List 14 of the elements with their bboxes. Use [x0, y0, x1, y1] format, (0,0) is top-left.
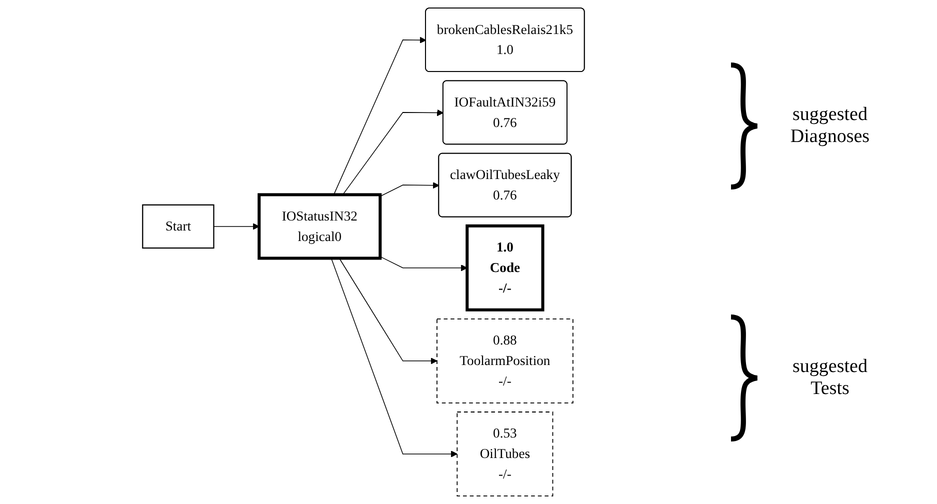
node-box: 0.53 OilTubes -/- — [456, 412, 554, 496]
node-box: Start — [142, 204, 214, 249]
group-label: suggested Diagnoses — [789, 104, 871, 148]
node-box: 0.88 ToolarmPosition -/- — [436, 318, 574, 404]
arrow — [333, 36, 426, 196]
arrow — [342, 109, 444, 196]
arrow — [213, 223, 260, 230]
node-box: 1.0 Code -/- — [466, 224, 544, 312]
arrow — [330, 258, 458, 458]
group-label: suggested Tests — [792, 356, 868, 400]
node-box: IOStatusIN32 logical0 — [258, 193, 382, 260]
arrow — [338, 258, 438, 364]
arrow — [380, 182, 440, 197]
arrow — [380, 256, 468, 272]
